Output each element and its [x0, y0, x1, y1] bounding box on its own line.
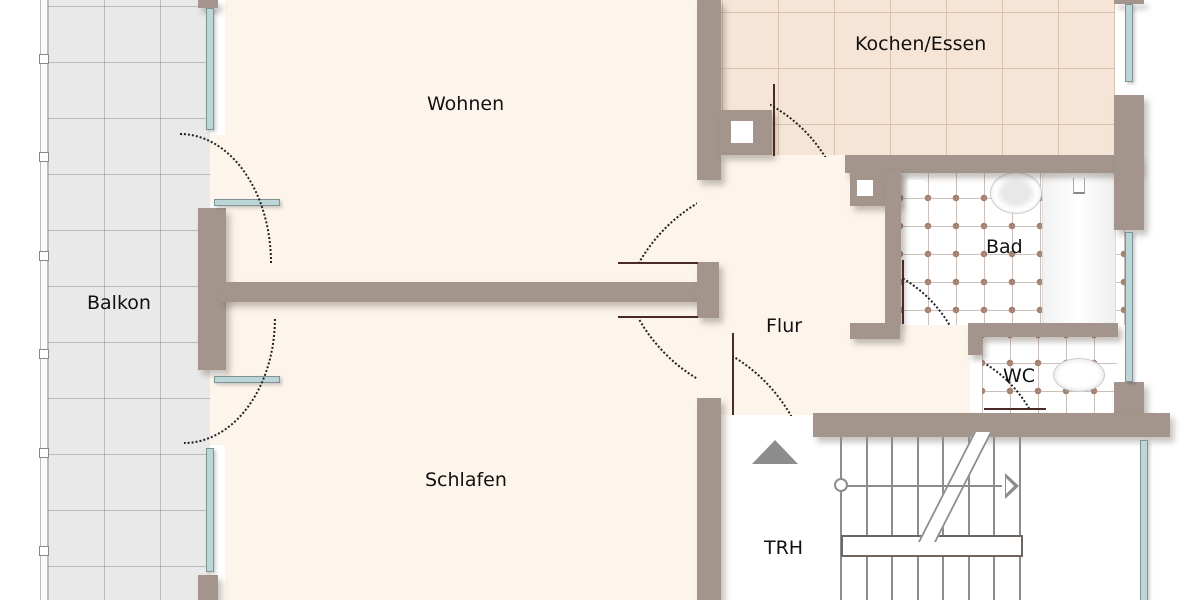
balcony-railing — [40, 0, 48, 600]
window-bath-wc — [1125, 232, 1133, 382]
stair-walkline-start-icon — [834, 478, 848, 492]
wall-partition-stub — [697, 262, 719, 318]
railing-post — [39, 251, 49, 261]
door-leaf-schlafen — [618, 316, 698, 318]
room-label-kochen-essen: Kochen/Essen — [855, 33, 987, 55]
stair-tread — [891, 437, 893, 600]
railing-post — [39, 54, 49, 64]
wohnen-floor — [225, 0, 700, 282]
wall-stairwell-north — [813, 413, 1170, 437]
wall-flur-bath-stub — [850, 323, 900, 339]
wall-bath-wc — [968, 323, 1118, 337]
wall-kitchen-west — [697, 0, 721, 180]
toilet — [1053, 358, 1105, 392]
railing-post — [39, 448, 49, 458]
stair-tread — [917, 437, 919, 600]
wall-east-top — [1114, 0, 1144, 4]
stair-walkline-arrow-inner — [1006, 478, 1014, 494]
wall-wc-west — [968, 335, 982, 355]
sink — [990, 172, 1042, 214]
shaft — [857, 180, 873, 196]
window-kitchen — [1125, 4, 1133, 82]
door-leaf-wohnen — [618, 262, 698, 264]
stair-tread — [866, 437, 868, 600]
tub-faucet-icon — [1073, 178, 1085, 194]
room-label-flur: Flur — [766, 315, 803, 337]
wall-west-top — [198, 0, 218, 8]
wall-east-lower — [1114, 382, 1144, 418]
stair-tread — [993, 437, 995, 600]
wall-east-upper — [1114, 95, 1144, 230]
stair-up-triangle-icon — [752, 440, 798, 464]
room-label-schlafen: Schlafen — [425, 469, 507, 491]
stair-tread — [1019, 437, 1021, 600]
shaft — [731, 121, 753, 143]
wall-bath-west — [885, 170, 901, 325]
balcony-floor — [48, 0, 210, 600]
room-label-trh: TRH — [764, 537, 804, 559]
schlafen-floor — [225, 302, 700, 600]
stair-tread — [968, 437, 970, 600]
bathtub — [1042, 172, 1116, 324]
wall-west-bottom — [198, 575, 218, 600]
window-schlafen — [206, 448, 214, 572]
window-stairwell — [1140, 440, 1148, 600]
stair-walkline — [842, 485, 1002, 487]
stair-tread — [840, 437, 842, 600]
room-label-balkon: Balkon — [87, 292, 151, 314]
room-label-wohnen: Wohnen — [427, 93, 505, 115]
railing-post — [39, 349, 49, 359]
wall-flur-west-lower — [697, 398, 721, 600]
window-wohnen — [206, 8, 214, 130]
railing-post — [39, 152, 49, 162]
railing-post — [39, 546, 49, 556]
wall-partition-wohnen-schlafen — [220, 282, 700, 302]
wall-kitchen-south — [845, 155, 1140, 173]
room-label-wc: WC — [1003, 365, 1036, 387]
room-label-bad: Bad — [986, 236, 1023, 258]
shaft — [908, 180, 924, 196]
